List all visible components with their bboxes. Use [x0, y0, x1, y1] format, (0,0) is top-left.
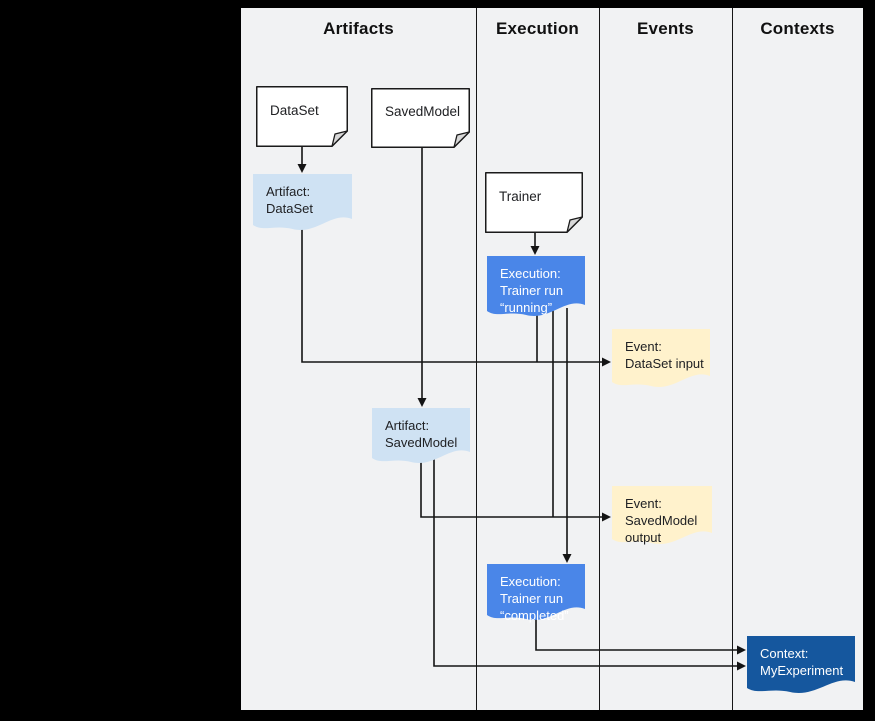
folded-corner-icon	[566, 216, 583, 233]
connector-type-trainer-to-execution-running	[530, 233, 540, 255]
connector-layer	[297, 147, 746, 671]
document-shape	[487, 564, 585, 620]
document-shape	[612, 329, 710, 387]
event-savedmodel-output-node: Event: SavedModel output	[612, 486, 712, 550]
column-header-events: Events	[637, 19, 694, 38]
arrowhead-icon	[297, 164, 307, 173]
connector-artifact-dataset-to-event-dataset-input	[301, 222, 611, 367]
connector-artifact-savedmodel-to-event-savedmodel-output	[420, 456, 611, 522]
execution-completed-node: Execution: Trainer run “completed”	[487, 564, 585, 626]
column-header-execution: Execution	[495, 19, 580, 38]
arrowhead-icon	[737, 661, 746, 671]
execution-running-label: Execution: Trainer run “running”	[487, 256, 585, 322]
column-divider-execution-events	[599, 8, 600, 710]
type-savedmodel-label: SavedModel	[371, 88, 470, 148]
type-dataset-label: DataSet	[256, 86, 348, 147]
execution-completed-label: Execution: Trainer run “completed”	[487, 564, 585, 626]
label-line: “completed”	[500, 608, 569, 623]
context-myexperiment-node: Context: MyExperiment	[747, 636, 855, 699]
column-header-contexts: Contexts	[760, 19, 835, 38]
connector-artifact-savedmodel-to-context-myexperiment	[433, 456, 746, 671]
label-line: Event:	[625, 339, 662, 354]
label-line: Artifact:	[385, 418, 430, 433]
document-shape	[253, 174, 352, 230]
label-line: SavedModel	[385, 435, 458, 450]
label-line: MyExperiment	[760, 663, 844, 678]
label-line: SavedModel	[625, 513, 698, 528]
label-line: DataSet	[270, 102, 319, 118]
note-shape	[371, 88, 470, 148]
arrowhead-icon	[530, 246, 540, 255]
type-dataset-node: DataSet	[256, 86, 348, 147]
document-shape	[487, 256, 585, 316]
label-line: SavedModel	[385, 104, 461, 119]
event-savedmodel-output-label: Event: SavedModel output	[612, 486, 712, 550]
arrowhead-icon	[562, 554, 572, 563]
note-shape	[485, 172, 583, 233]
connector-type-dataset-to-artifact-dataset	[297, 147, 307, 173]
type-trainer-label: Trainer	[485, 172, 583, 233]
label-line: Trainer run	[500, 591, 564, 606]
connector-type-savedmodel-to-artifact-savedmodel	[417, 148, 427, 407]
event-dataset-input-node: Event: DataSet input	[612, 329, 710, 393]
type-savedmodel-node: SavedModel	[371, 88, 470, 148]
context-myexperiment-label: Context: MyExperiment	[747, 636, 855, 699]
arrowhead-icon	[417, 398, 427, 407]
column-header-artifacts: Artifacts	[323, 19, 394, 38]
label-line: output	[625, 530, 662, 545]
column-divider-artifacts-execution	[476, 8, 477, 710]
connector-execution-completed-to-context-myexperiment	[535, 612, 746, 655]
label-line: Context:	[760, 646, 809, 661]
arrowhead-icon	[737, 645, 746, 655]
folded-corner-icon	[331, 130, 348, 147]
execution-running-node: Execution: Trainer run “running”	[487, 256, 585, 322]
label-line: Event:	[625, 496, 662, 511]
connector-execution-running-to-execution-completed	[562, 308, 572, 563]
note-shape	[256, 86, 348, 147]
artifact-savedmodel-label: Artifact: SavedModel	[372, 408, 470, 469]
type-trainer-node: Trainer	[485, 172, 583, 233]
label-line: Trainer	[499, 188, 542, 204]
label-line: DataSet	[266, 201, 313, 216]
label-line: Trainer run	[500, 283, 564, 298]
folded-corner-icon	[453, 131, 470, 148]
arrowhead-icon	[602, 357, 611, 367]
event-dataset-input-label: Event: DataSet input	[612, 329, 710, 393]
document-shape	[747, 636, 855, 693]
label-line: Execution:	[500, 266, 561, 281]
artifact-dataset-label: Artifact: DataSet	[253, 174, 352, 236]
label-line: DataSet input	[625, 356, 704, 371]
document-shape	[372, 408, 470, 463]
label-line: Artifact:	[266, 184, 311, 199]
artifact-dataset-node: Artifact: DataSet	[253, 174, 352, 236]
artifact-savedmodel-node: Artifact: SavedModel	[372, 408, 470, 469]
label-line: “running”	[500, 300, 553, 315]
diagram-panel: Artifacts Execution Events Contexts Data…	[241, 8, 863, 710]
column-divider-events-contexts	[732, 8, 733, 710]
document-shape	[612, 486, 712, 544]
arrowhead-icon	[602, 512, 611, 522]
label-line: Execution:	[500, 574, 561, 589]
